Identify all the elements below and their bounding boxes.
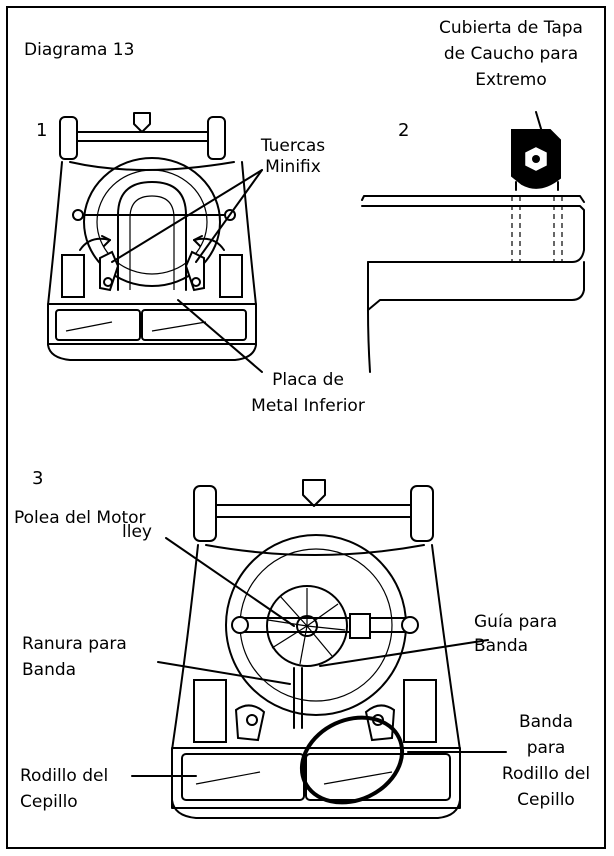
label-banda-line1: Banda	[518, 712, 574, 732]
label-banda-line3: Rodillo del	[501, 764, 591, 784]
label-ranura-line1: Ranura para	[22, 634, 127, 654]
label-tuercas-line2: Minifix	[265, 157, 321, 177]
diagram-title: Diagrama 13	[24, 40, 135, 60]
panel3-vacuum-illustration	[131, 479, 507, 819]
label-tuercas-line1: Tuercas	[260, 136, 326, 156]
label-cubierta-line3: Extremo	[475, 70, 547, 90]
label-banda-line4: Cepillo	[517, 790, 575, 810]
label-rodillo-line1: Rodillo del	[20, 766, 109, 786]
label-guia-line2: Banda	[474, 636, 529, 656]
label-polea: Polea del Motor	[14, 508, 146, 528]
label-placa-line2: Metal Inferior	[251, 396, 365, 416]
label-rodillo-line2: Cepillo	[20, 792, 78, 812]
label-polea-fragment: lley	[122, 522, 152, 542]
label-placa-line1: Placa de	[272, 370, 344, 390]
label-ranura-line2: Banda	[22, 660, 77, 680]
label-cubierta-line2: de Caucho para	[443, 44, 579, 64]
panel3-number: 3	[32, 468, 44, 489]
label-banda-line2: para	[526, 738, 566, 758]
panel1-vacuum-illustration	[47, 112, 263, 373]
panel1-number: 1	[36, 120, 48, 141]
label-cubierta-line1: Cubierta de Tapa	[439, 18, 583, 38]
label-guia-line1: Guía para	[474, 612, 558, 632]
panel2-number: 2	[398, 120, 410, 141]
panel2-endcap-illustration	[361, 111, 585, 373]
diagram-frame	[6, 6, 606, 849]
